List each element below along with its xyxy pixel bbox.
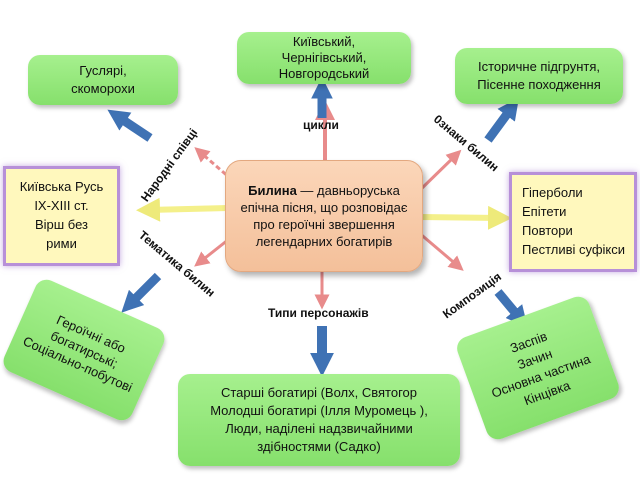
node-origin-line-1: Історичне підгрунтя, (477, 59, 601, 75)
node-rus-line-1: Київська Русь (19, 179, 104, 195)
node-features-line-3: Повтори (522, 223, 573, 238)
node-characters-line-1: Старші богатирі (Волх, Святогор (220, 384, 417, 400)
node-features: Гіперболи Епітети Повтори Пестливі суфік… (509, 172, 637, 272)
center-term: Билина (248, 182, 297, 198)
node-origin-line-2: Пісенне походження (477, 77, 601, 92)
arrow-center-to-composition (417, 230, 464, 271)
arrow-to-composition (494, 289, 528, 328)
node-cycles-line-3: Новгородський (278, 66, 370, 82)
node-characters: Старші богатирі (Волх, Святогор Молодші … (178, 374, 460, 466)
node-characters-line-2: Молодші богатирі (Ілля Муромець ), (210, 402, 428, 418)
node-origin: Історичне підгрунтя, Пісенне походження (455, 48, 623, 104)
node-characters-line-3: Люди, наділені надзвичайними (225, 421, 413, 436)
node-guslari-line-2: скоморохи (71, 81, 135, 96)
node-cycles-line-2: Чернігівський, (281, 49, 367, 65)
arrow-to-themes (121, 272, 162, 313)
node-features-line-4: Пестливі суфікси (522, 241, 626, 257)
arrow-center-to-rus (136, 197, 229, 222)
node-cycles: Київський, Чернігівський, Новгородський (237, 32, 411, 84)
arrow-center-to-signs (416, 149, 462, 194)
node-characters-line-4: здібностями (Садко) (257, 439, 381, 455)
arrow-to-guslari (107, 109, 153, 142)
label-types: Типи персонажів (268, 306, 369, 320)
arrow-to-origin (484, 97, 519, 143)
node-guslari-line-1: Гуслярі, (79, 63, 127, 79)
node-rus-line-3: Вірш без (34, 217, 89, 232)
arrow-center-to-features (419, 205, 512, 230)
node-features-line-1: Гіперболи (522, 185, 583, 201)
center-definition: — давньоруська епічна пісня, що розповід… (240, 182, 408, 250)
label-cycles: цикли (303, 118, 339, 132)
center-definition-text: Билина — давньоруська епічна пісня, що р… (236, 182, 412, 251)
node-rus: Київська Русь IX-XIII ст. Вірш без рими (3, 166, 120, 266)
node-guslari: Гуслярі, скоморохи (28, 55, 178, 105)
node-rus-line-4: рими (46, 235, 77, 251)
node-rus-line-2: IX-XIII ст. (34, 198, 89, 214)
node-features-line-2: Епітети (522, 204, 567, 220)
center-definition-box: Билина — давньоруська епічна пісня, що р… (225, 160, 423, 272)
node-cycles-line-1: Київський, (292, 33, 356, 49)
